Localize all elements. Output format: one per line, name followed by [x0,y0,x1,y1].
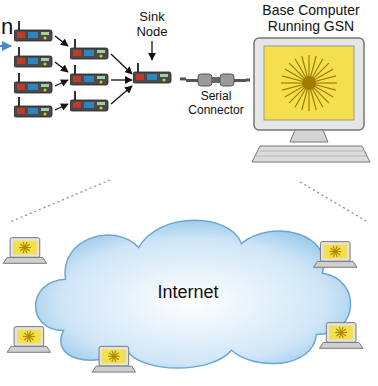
sensor-mote [14,73,52,93]
cut-off-text: n [1,14,13,40]
connector-node: Serial Connector [186,72,246,118]
monitor-icon [250,34,372,172]
node-label: Base Computer Running GSN [250,2,372,34]
cloud-node: Internet [20,208,356,376]
sink-icon [124,40,180,86]
serial-cable [246,79,250,82]
sensor-mote [14,21,52,41]
sensor-mote [14,47,52,67]
serial-icon [186,72,246,90]
sensor-mote [70,91,108,111]
computer-node: Base Computer Running GSN [250,2,372,172]
serial-cable [180,77,186,80]
node-label: Serial Connector [186,90,246,118]
sensor-node: Sink Node [124,10,180,86]
sensor-mote [70,39,108,59]
zoom-lines [10,180,368,222]
node-label: Sink Node [124,10,180,40]
cloud-label: Internet [157,282,218,303]
sensor-mote [14,97,52,117]
radio-arrows [55,36,132,110]
pointer-arrow [0,45,11,47]
sensor-mote [70,65,108,85]
